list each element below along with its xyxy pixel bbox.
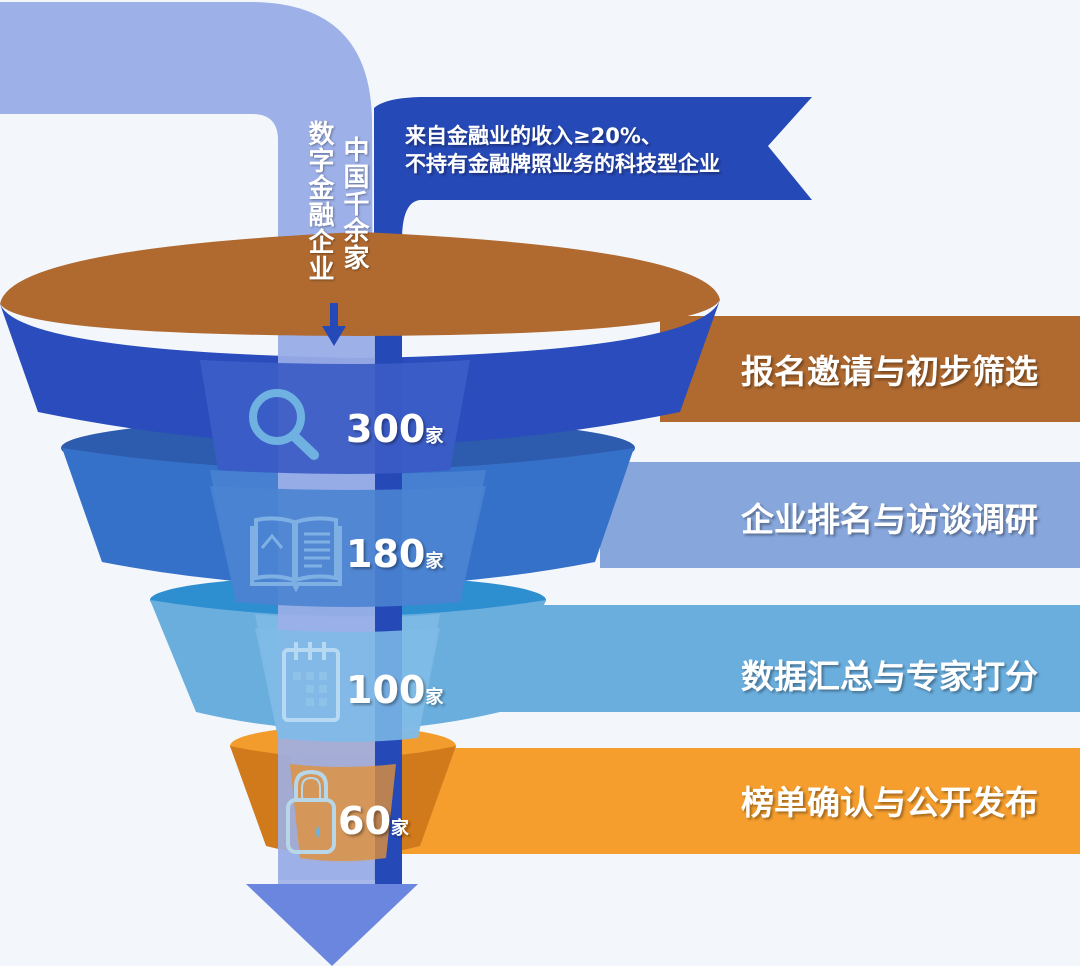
output-arrow bbox=[246, 884, 418, 966]
criteria-line-1: 来自金融业的收入≥20%、 bbox=[405, 124, 662, 148]
stage-label-3: 数据汇总与专家打分 bbox=[741, 657, 1038, 696]
stage-count-4: 60家 bbox=[338, 799, 410, 843]
stage-label-4: 榜单确认与公开发布 bbox=[741, 783, 1038, 822]
source-vertical-text-right: 中国千余家 bbox=[339, 136, 369, 271]
source-vertical-text-left: 数字金融企业 bbox=[304, 120, 334, 282]
stage-count-2: 180家 bbox=[346, 532, 444, 576]
down-arrow-icon bbox=[322, 303, 346, 346]
stage-4-front-overlay bbox=[290, 764, 396, 861]
svg-text:180家: 180家 bbox=[346, 532, 444, 576]
open-book-icon bbox=[250, 516, 342, 593]
svg-text:100家: 100家 bbox=[346, 668, 444, 712]
criteria-ribbon bbox=[374, 97, 812, 880]
search-icon bbox=[249, 389, 319, 460]
stage-label-2: 企业排名与访谈调研 bbox=[741, 500, 1038, 539]
calendar-icon bbox=[282, 642, 340, 722]
stage-count-3: 100家 bbox=[346, 668, 444, 712]
svg-text:300家: 300家 bbox=[346, 407, 444, 451]
stage-count-1: 300家 bbox=[346, 407, 444, 451]
stage-band-1 bbox=[660, 316, 1080, 422]
stage-label-1: 报名邀请与初步筛选 bbox=[741, 352, 1038, 391]
stage-1-front-overlay bbox=[200, 360, 470, 474]
stage-band-4 bbox=[400, 748, 1080, 854]
criteria-line-2: 不持有金融牌照业务的科技型企业 bbox=[405, 152, 720, 176]
stage-band-2 bbox=[600, 462, 1080, 568]
stage-3-front-overlay bbox=[255, 628, 440, 742]
svg-text:60家: 60家 bbox=[338, 799, 410, 843]
padlock-icon bbox=[286, 769, 336, 854]
